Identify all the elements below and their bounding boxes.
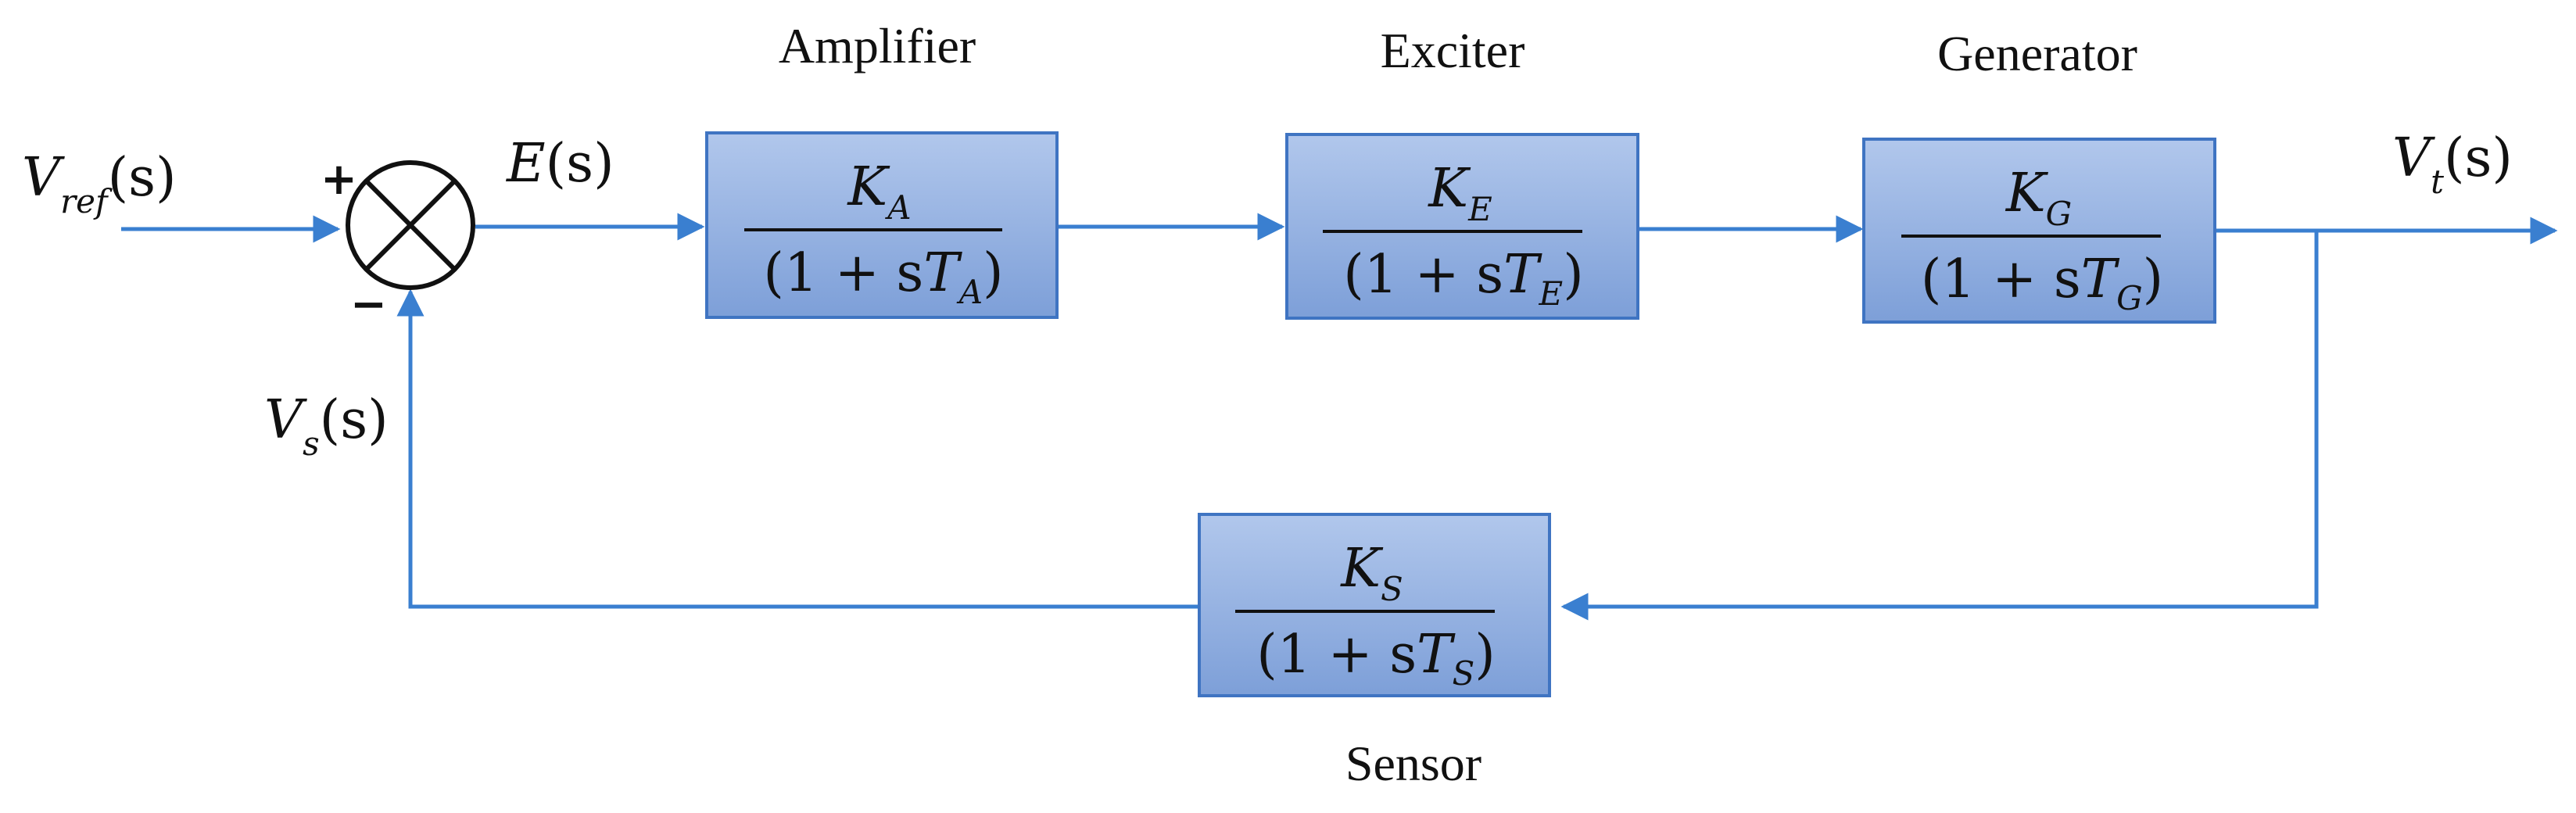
generator-title: Generator [1937, 26, 2137, 81]
vref-label: Vref(s) [22, 147, 177, 220]
generator-denominator: (1 + sTG) [1921, 249, 2163, 317]
minus-sign: − [350, 279, 387, 330]
vt-label: Vt(s) [2392, 127, 2513, 201]
amplifier-denominator: (1 + sTA) [763, 242, 1003, 311]
summing-junction: + − [321, 154, 475, 330]
error-label: E(s) [505, 133, 614, 195]
amplifier-numerator: KA [846, 156, 911, 227]
sensor-block: KS (1 + sTS) Sensor [1198, 513, 1551, 791]
exciter-box [1285, 133, 1639, 320]
sensor-numerator: KS [1339, 538, 1403, 608]
signal-wires [121, 213, 2558, 621]
feedback-return-wire [396, 288, 1199, 609]
amplifier-box [705, 131, 1059, 319]
exciter-title: Exciter [1381, 23, 1525, 78]
exciter-block: Exciter KE (1 + sTE) [1285, 23, 1639, 320]
generator-block: Generator KG (1 + sTG) [1862, 26, 2216, 324]
sensor-title: Sensor [1345, 736, 1481, 791]
exciter-numerator: KE [1427, 158, 1492, 228]
vs-label: Vs(s) [264, 389, 389, 463]
generator-numerator: KG [2005, 163, 2072, 233]
plus-sign: + [321, 154, 357, 205]
generator-box [1862, 138, 2216, 324]
summing-junction-cross-b [364, 178, 457, 272]
feedback-takeoff-wire [1560, 231, 2319, 621]
amplifier-block: Amplifier KA (1 + sTA) [705, 18, 1059, 319]
amplifier-title: Amplifier [779, 18, 976, 73]
sensor-denominator: (1 + sTS) [1256, 624, 1496, 693]
sensor-box [1198, 513, 1551, 697]
exciter-denominator: (1 + sTE) [1343, 244, 1583, 313]
